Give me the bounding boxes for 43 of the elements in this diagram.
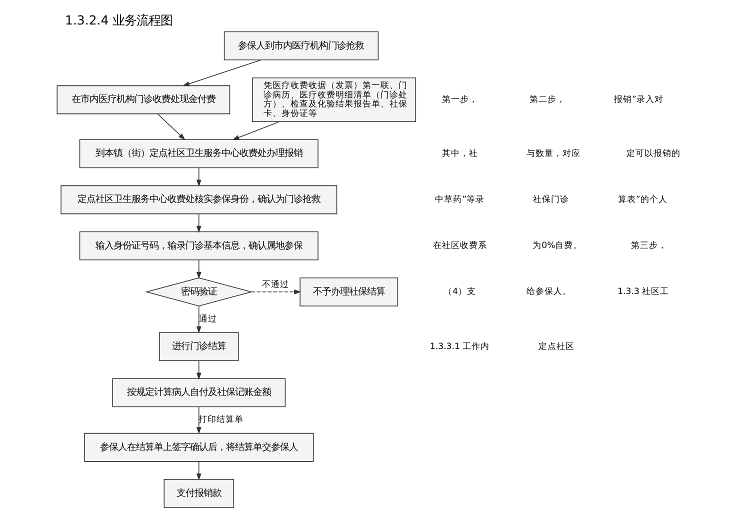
arrow [232, 121, 280, 140]
node-box: 凭医疗收费收据（发票）第一联、门诊病历、医疗收费明细清单（门诊处方）、检查及化验结果报告单、社保卡、身份证等 [252, 78, 416, 122]
node-box: 在市内医疗机构门诊收费处现金付费 [56, 85, 230, 114]
node-box: 参保人到市内医疗机构门诊抢救 [224, 31, 379, 60]
label: 算表”的个人 [618, 194, 668, 205]
arrow [196, 406, 202, 434]
arrow [196, 306, 202, 334]
label: 其中，社 [442, 148, 478, 159]
arrow [196, 167, 202, 187]
label: 定可以报销的 [626, 148, 681, 159]
node-diamond: 密码验证 [145, 277, 253, 306]
arrow [196, 214, 202, 233]
label: 社保门诊 [533, 194, 570, 205]
edge-label: 通过 [198, 314, 217, 324]
label: 给参保人。 [526, 287, 572, 298]
arrow [157, 114, 186, 140]
label: 第一步， [442, 94, 478, 105]
node-box: 支付报销款 [164, 479, 234, 508]
node-box: 按规定计算病人自付及社保记账金额 [112, 378, 286, 408]
diagram-title: 1.3.2.4 业务流程图 [65, 12, 173, 28]
node-box: 到本镇（街）定点社区卫生服务中心收费处办理报销 [79, 139, 318, 168]
arrow [182, 60, 262, 86]
label: 第三步， [630, 241, 667, 252]
label: 定点社区 [538, 342, 575, 352]
arrow [250, 289, 302, 294]
arrow [196, 360, 202, 380]
edge-label: 不通过 [262, 280, 290, 290]
label: 1.3.3 社区工 [618, 287, 670, 298]
label: 中草药”等录 [435, 194, 485, 205]
label: 与数量，对应 [526, 148, 581, 159]
label: 报销”录入对 [614, 94, 664, 105]
node-box: 定点社区卫生服务中心收费处核实参保身份，确认为门诊抢救 [60, 185, 338, 214]
arrow [196, 260, 202, 279]
label: 在社区收费系 [432, 241, 487, 252]
node-box: 不予办理社保结算 [300, 277, 398, 306]
node-box: 输入身份证号码，输录门诊基本信息，确认属地参保 [79, 231, 318, 260]
arrow [196, 461, 202, 480]
label: 为0%自费。 [532, 241, 582, 252]
label: 1.3.3.1 工作内 [430, 342, 490, 352]
label: （4）支 [444, 287, 476, 298]
label: 第二步， [529, 94, 566, 105]
node-box: 进行门诊结算 [159, 332, 239, 362]
node-box: 参保人在结算单上签字确认后，将结算单交参保人 [84, 432, 314, 462]
